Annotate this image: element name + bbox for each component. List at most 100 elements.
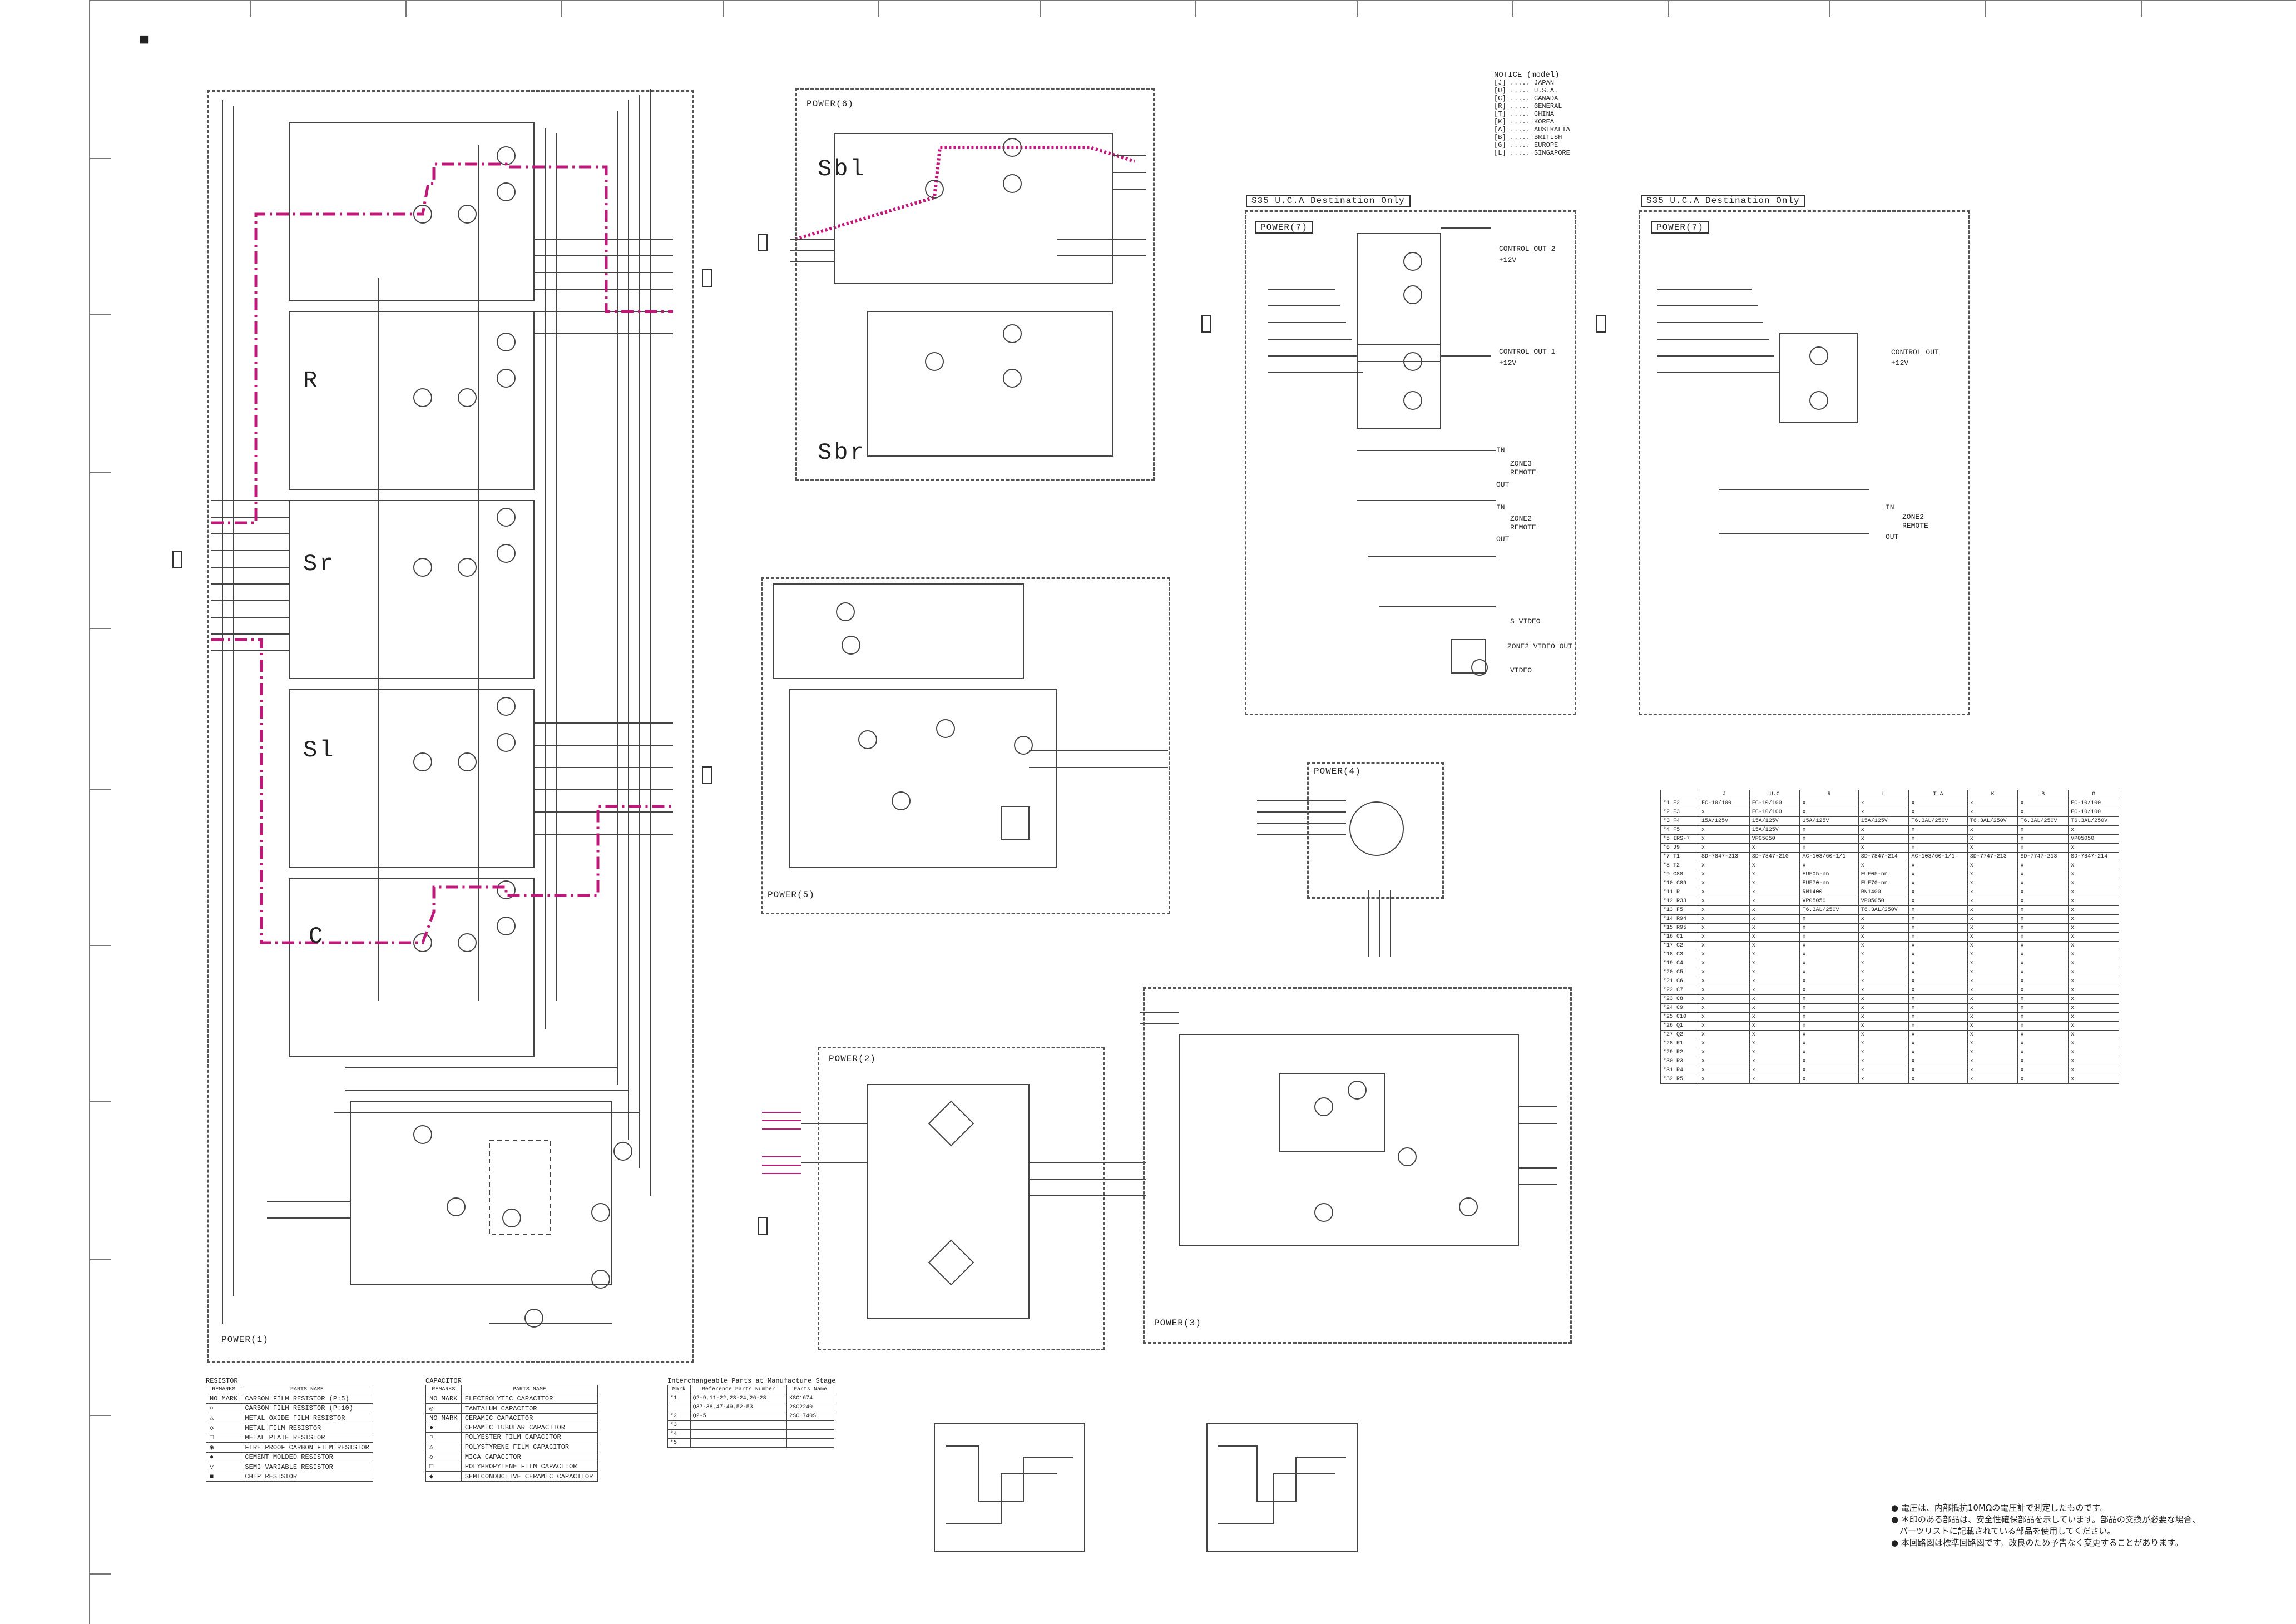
table-cell: x: [2068, 870, 2119, 879]
table-cell: *29 R2: [1660, 1048, 1699, 1057]
connector-box: [702, 766, 712, 784]
table-cell: x: [1967, 1030, 2018, 1039]
table-cell: x: [1698, 986, 1750, 995]
p7a-text-0: CONTROL OUT 2: [1499, 245, 1556, 253]
table-cell: *12 R33: [1660, 897, 1699, 906]
table-cell: x: [1908, 932, 1968, 942]
corner-mark: ■: [139, 31, 150, 50]
p7a-text-4: IN: [1496, 446, 1505, 454]
table-cell: x: [1908, 941, 1968, 950]
connector-box: [172, 551, 182, 568]
table-cell: x: [1908, 1012, 1968, 1022]
table-cell: x: [2017, 923, 2069, 933]
table-cell: x: [1858, 941, 1909, 950]
table-cell: x: [1749, 1003, 1800, 1013]
table-cell: x: [1967, 986, 2018, 995]
table-cell: x: [1749, 897, 1800, 906]
table-cell: x: [1698, 897, 1750, 906]
table-cell: *23 C8: [1660, 994, 1699, 1004]
table-cell: x: [2068, 968, 2119, 977]
table-cell: [690, 1429, 788, 1439]
table-cell: x: [1967, 1003, 2018, 1013]
table-cell: x: [2017, 1057, 2069, 1066]
power4-wiring: [1257, 800, 1404, 957]
table-cell: FC-10/100: [1749, 808, 1800, 817]
table-cell: *1 F2: [1660, 799, 1699, 808]
table-cell: x: [1799, 1057, 1859, 1066]
table-cell: x: [2068, 1075, 2119, 1084]
table-cell: x: [1858, 808, 1909, 817]
power5-frame: [761, 577, 1170, 914]
table-cell: x: [1749, 843, 1800, 853]
table-cell: KSC1674: [786, 1394, 834, 1403]
table-cell: RN1400: [1858, 888, 1909, 897]
table-cell: *2: [667, 1412, 691, 1421]
table-cell: x: [1749, 905, 1800, 915]
table-cell: x: [1799, 959, 1859, 968]
table-cell: x: [1967, 888, 2018, 897]
resistor-legend-row: ○CARBON FILM RESISTOR (P:10): [205, 1403, 373, 1413]
col-header: J: [1698, 790, 1750, 799]
notice-item: [B] ..... BRITISH: [1494, 133, 1562, 141]
table-cell: T6.3AL/250V: [2017, 816, 2069, 826]
table-cell: x: [1749, 870, 1800, 879]
table-cell: x: [1799, 977, 1859, 986]
table-cell: 2SC2240: [786, 1403, 834, 1412]
col-header: Parts Name: [786, 1385, 834, 1394]
table-cell: x: [1967, 959, 2018, 968]
p7a-text-1: +12V: [1499, 256, 1517, 264]
table-cell: x: [1698, 1021, 1750, 1031]
channel-label-sr: Sr: [303, 551, 336, 577]
interchangeable-row: *3: [667, 1420, 834, 1430]
table-cell: x: [1799, 923, 1859, 933]
table-cell: x: [1698, 923, 1750, 933]
p7a-text-9: ZONE2: [1510, 514, 1532, 523]
table-cell: 15A/125V: [1698, 816, 1750, 826]
table-cell: x: [1698, 959, 1750, 968]
table-cell: [786, 1429, 834, 1439]
p7a-text-2: CONTROL OUT 1: [1499, 348, 1556, 356]
table-cell: x: [1698, 834, 1750, 844]
table-cell: x: [2068, 1030, 2119, 1039]
table-cell: [786, 1438, 834, 1448]
connector-box: [758, 1217, 768, 1235]
table-cell: x: [1967, 905, 2018, 915]
table-cell: x: [1908, 1003, 1968, 1013]
channel-label-sbl: Sbl: [818, 156, 867, 182]
power2-wiring: [801, 1084, 1146, 1319]
table-cell: EUF70-nn: [1799, 879, 1859, 888]
table-cell: x: [1749, 879, 1800, 888]
table-cell: x: [1858, 1021, 1909, 1031]
col-header: PARTS NAME: [461, 1385, 598, 1394]
table-cell: x: [1799, 950, 1859, 959]
table-cell: x: [1698, 825, 1750, 835]
table-cell: x: [2068, 1021, 2119, 1031]
table-cell: x: [1967, 977, 2018, 986]
table-cell: x: [1799, 861, 1859, 870]
table-cell: NO MARK: [425, 1413, 462, 1423]
signal-path-highlight: [211, 162, 673, 944]
table-cell: x: [1858, 1030, 1909, 1039]
table-cell: POLYPROPYLENE FILM CAPACITOR: [461, 1462, 598, 1472]
notice-item: [G] ..... EUROPE: [1494, 141, 1558, 149]
p7a-text-14: VIDEO: [1510, 666, 1532, 675]
table-cell: x: [1698, 932, 1750, 942]
table-cell: FC-10/100: [2068, 808, 2119, 817]
power3-label: POWER(3): [1154, 1318, 1201, 1328]
p7b-text-0: CONTROL OUT: [1891, 348, 1939, 357]
p7a-text-13: ZONE2 VIDEO OUT: [1507, 642, 1573, 651]
power1-transistors: [413, 146, 632, 1328]
p7a-text-7: OUT: [1496, 481, 1510, 489]
table-cell: *20 C5: [1660, 968, 1699, 977]
notice-item: [L] ..... SINGAPORE: [1494, 149, 1570, 157]
table-cell: x: [2017, 977, 2069, 986]
table-cell: *27 Q2: [1660, 1030, 1699, 1039]
table-cell: x: [1967, 808, 2018, 817]
resistor-legend-row: ▽SEMI VARIABLE RESISTOR: [205, 1462, 373, 1472]
